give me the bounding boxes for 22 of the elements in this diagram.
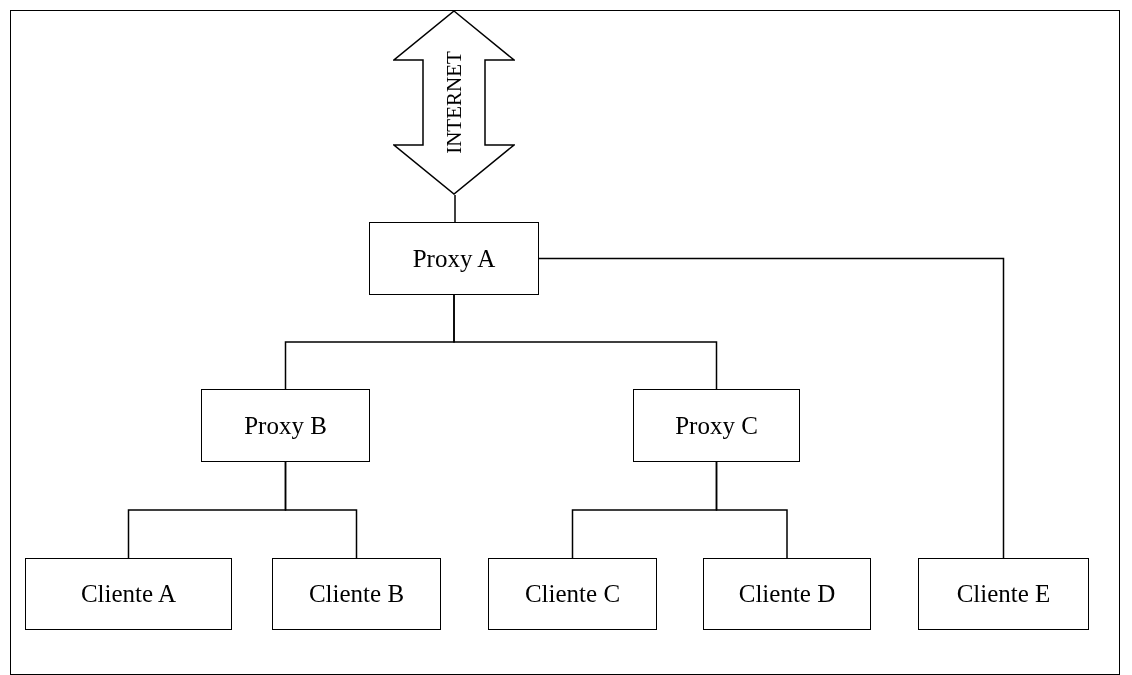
node-box [25, 558, 232, 630]
node-box [488, 558, 657, 630]
node-label: Cliente A [80, 580, 177, 608]
connector-line [538, 257, 1005, 559]
node-label: Proxy C [675, 411, 758, 440]
node-label: Cliente E [956, 580, 1051, 608]
node-box [201, 389, 370, 462]
connector-line [453, 294, 718, 390]
node-box [369, 222, 539, 295]
node-box [272, 558, 441, 630]
node-label: Cliente C [524, 580, 621, 608]
node-box [633, 389, 800, 462]
node-box [918, 558, 1089, 630]
connector-line [284, 461, 358, 559]
node-label: Proxy A [412, 244, 496, 273]
connector-line [715, 461, 788, 559]
node-box [703, 558, 871, 630]
node-label: Cliente B [308, 580, 405, 608]
connector-line [454, 194, 456, 223]
arrow-label: INTERNET [441, 51, 467, 154]
node-label: Cliente D [738, 580, 836, 608]
node-label: Proxy B [244, 411, 327, 440]
